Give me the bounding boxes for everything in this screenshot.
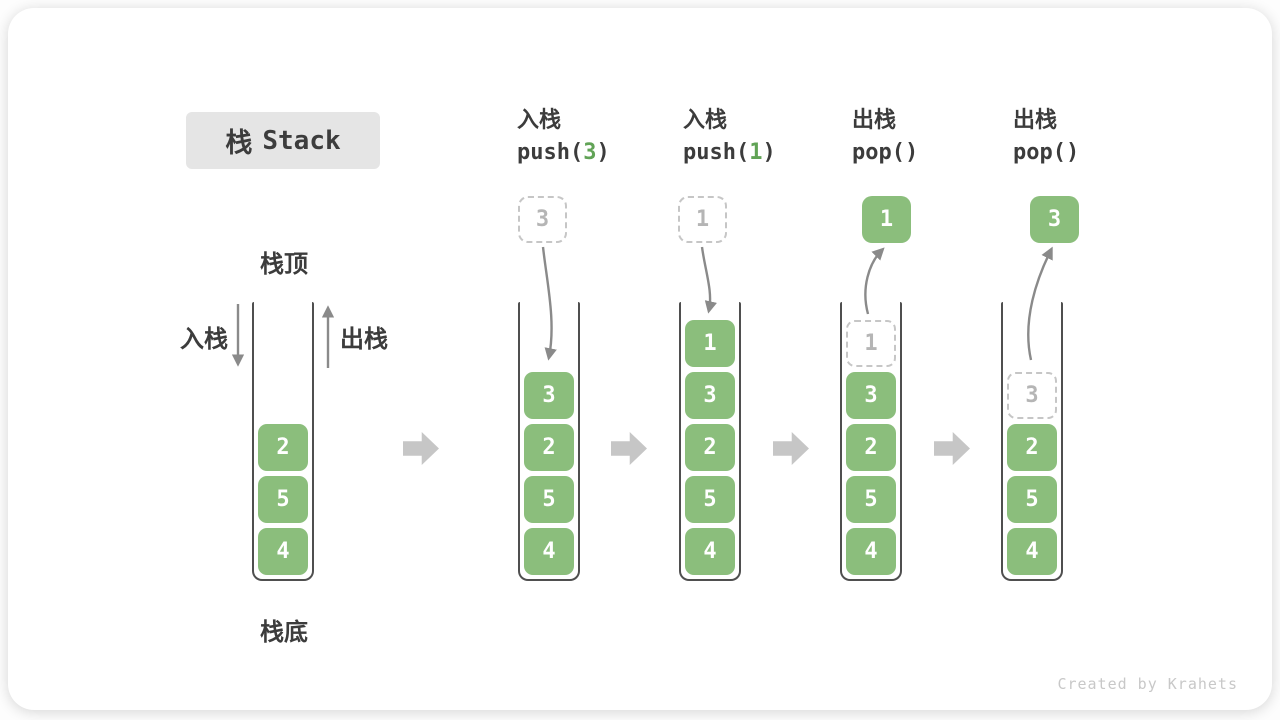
credit-text: Created by Krahets [1057,675,1238,693]
stack-container-after-push-1: 1 3 2 5 4 [679,302,741,581]
column-header-push-1: 入栈 push(1) [683,106,833,170]
column-header-pop-3: 出栈 pop() [1013,106,1163,170]
pop-direction-label: 出栈 [340,325,388,353]
stack-cell-ghost: 1 [846,320,896,367]
code-pre: pop( [1013,140,1066,165]
stack-cell: 5 [685,476,735,523]
stack-bottom-label: 栈底 [260,618,308,646]
stack-cell: 2 [846,424,896,471]
code-pre: pop( [852,140,905,165]
stack-container-after-pop-3: 3 2 5 4 [1001,302,1063,581]
stack-cell: 2 [258,424,308,471]
push-direction-label: 入栈 [180,325,228,353]
stack-cell: 4 [258,528,308,575]
code-post: ) [596,140,610,165]
operation-code: pop() [852,136,1002,170]
stack-cell: 3 [685,372,735,419]
stack-container-after-pop-1: 1 3 2 5 4 [840,302,902,581]
popped-value-box-3: 3 [1030,196,1079,243]
stack-container-after-push-3: 3 2 5 4 [518,302,580,581]
operation-label: 出栈 [1013,108,1058,133]
code-post: ) [904,140,919,165]
diagram-title-en: Stack [262,125,341,156]
operation-code: push(1) [683,136,833,170]
code-post: ) [1065,140,1080,165]
stack-cell: 3 [846,372,896,419]
stack-cell: 5 [524,476,574,523]
code-arg: 3 [583,140,597,165]
column-header-pop-1: 出栈 pop() [852,106,1002,170]
stack-cell: 4 [1007,528,1057,575]
operation-label: 入栈 [683,108,728,133]
column-header-push-3: 入栈 push(3) [517,106,667,170]
operation-label: 出栈 [852,108,897,133]
stack-cell: 4 [524,528,574,575]
popped-value-box-1: 1 [862,196,911,243]
diagram-title-box: 栈 Stack [186,112,380,169]
operation-label: 入栈 [517,108,562,133]
code-post: ) [762,140,776,165]
diagram-title-zh: 栈 [225,128,253,159]
code-pre: push( [517,140,584,165]
stack-cell-ghost: 3 [1007,372,1057,419]
stack-cell: 2 [685,424,735,471]
stack-cell: 2 [524,424,574,471]
code-arg: 1 [749,140,763,165]
stack-cell: 5 [846,476,896,523]
stack-cell: 4 [685,528,735,575]
incoming-value-box-3: 3 [518,196,567,243]
stack-cell: 2 [1007,424,1057,471]
stack-cell: 4 [846,528,896,575]
stack-cell: 3 [524,372,574,419]
stack-top-label: 栈顶 [260,250,308,278]
operation-code: pop() [1013,136,1163,170]
code-pre: push( [683,140,750,165]
stack-container-initial: 2 5 4 [252,302,314,581]
stack-cell: 5 [1007,476,1057,523]
stack-cell: 1 [685,320,735,367]
incoming-value-box-1: 1 [678,196,727,243]
operation-code: push(3) [517,136,667,170]
stack-cell: 5 [258,476,308,523]
